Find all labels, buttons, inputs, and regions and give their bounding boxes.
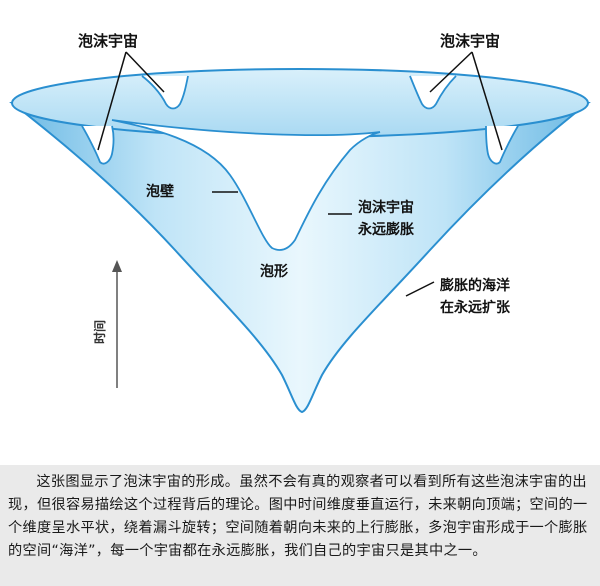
leader-ocean [405,281,435,297]
label-bubble-forever-line2: 永远膨胀 [357,221,414,238]
label-ocean-line2: 在永远扩张 [440,299,511,316]
small-bubble-left-side [81,125,115,165]
time-axis-arrowhead [112,260,122,272]
funnel-body [9,102,591,414]
leader-left-side [97,51,127,151]
label-bubble-wall: 泡壁 [146,183,174,200]
leader-left-rim [125,51,165,93]
label-time-axis: 时间 [92,320,107,344]
central-bubble [111,119,381,251]
label-bubble-universe-right: 泡沫宇宙 [440,32,500,50]
small-bubble-right-side [485,125,519,165]
caption-text: 这张图显示了泡沫宇宙的形成。虽然不会有真的观察者可以看到所有这些泡沫宇宙的出现，… [8,474,588,559]
inflation-funnel-diagram: 泡沫宇宙 泡沫宇宙 泡壁 泡沫宇宙 永远膨胀 泡形 膨胀的海洋 在永远扩张 时间 [9,32,591,414]
caption-box: 这张图显示了泡沫宇宙的形成。虽然不会有真的观察者可以看到所有这些泡沫宇宙的出现，… [0,465,600,586]
leader-right-rim [429,51,473,93]
leader-right-side [471,51,503,151]
label-bubble-universe-left: 泡沫宇宙 [78,32,138,50]
label-bubble-forever-line1: 泡沫宇宙 [358,199,414,216]
label-bubble-form: 泡形 [260,263,288,280]
small-bubble-right-rim [409,75,457,110]
small-bubble-left-rim [141,75,189,110]
label-ocean-line1: 膨胀的海洋 [440,277,510,294]
